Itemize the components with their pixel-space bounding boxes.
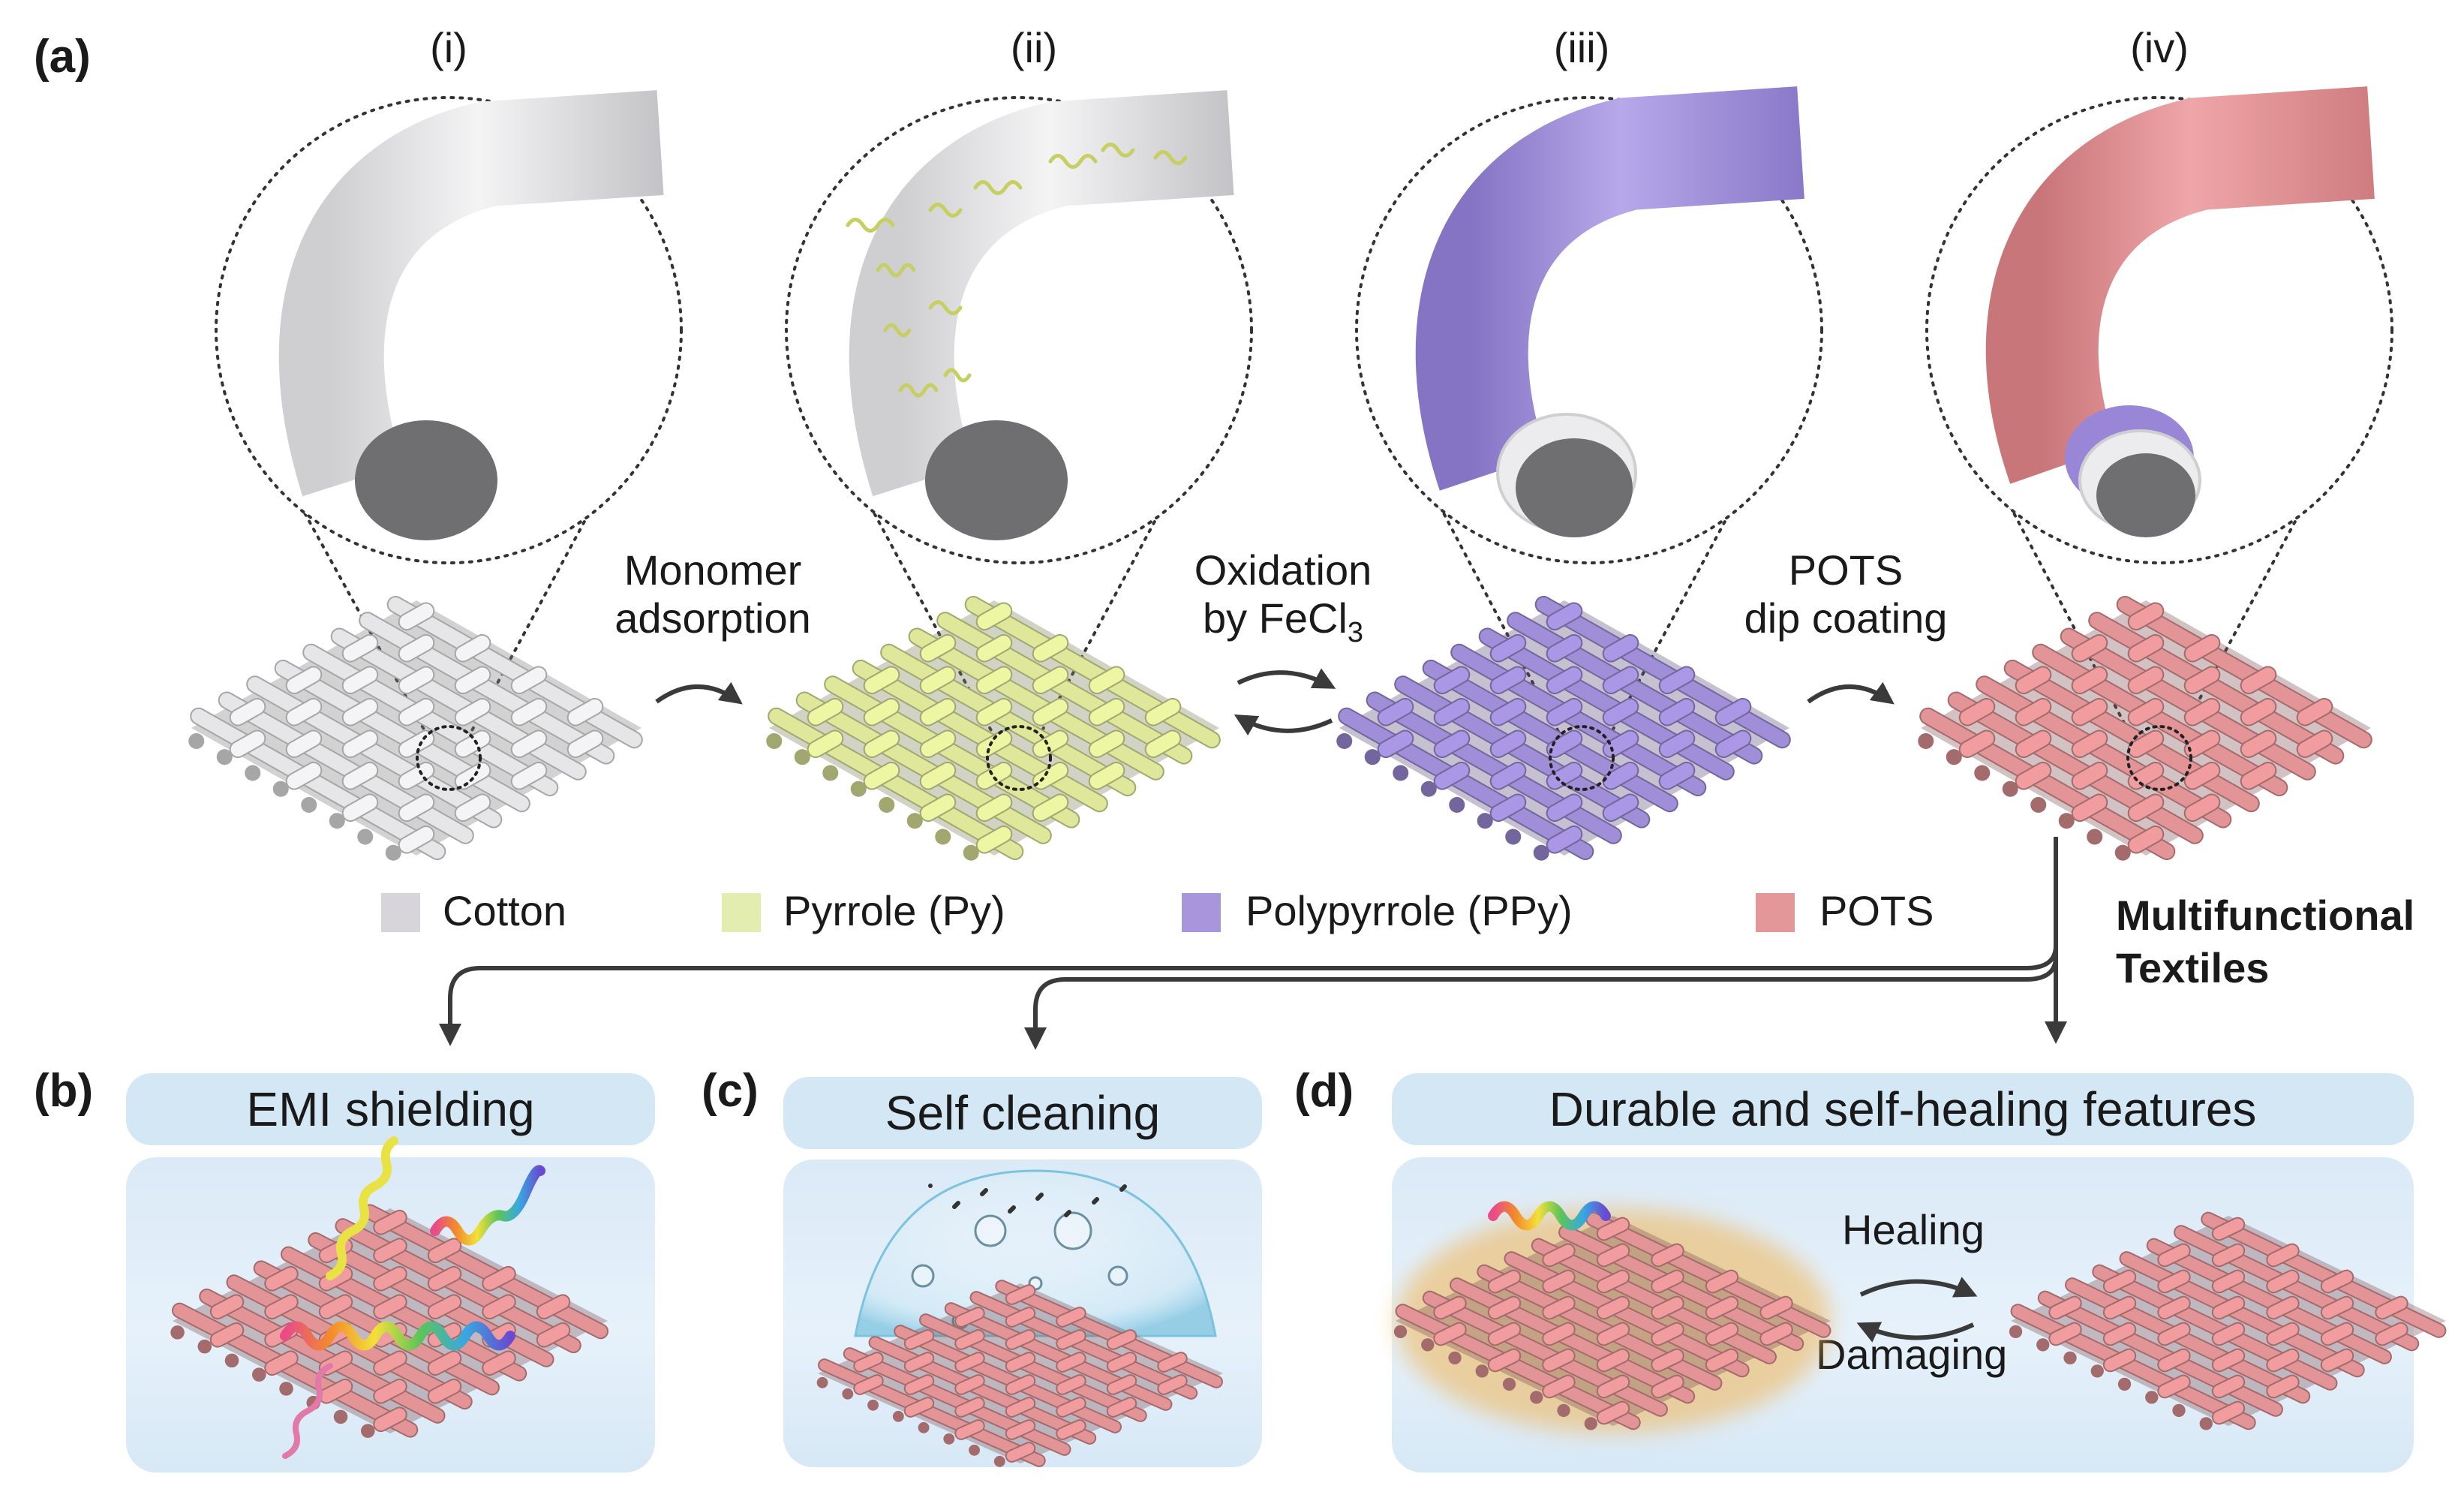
fabric-samples <box>188 595 2372 861</box>
arrow-healing <box>1859 1277 1978 1298</box>
dirt-particle <box>980 1192 984 1196</box>
dirt-particle <box>1008 1209 1012 1214</box>
arrow-oxidation-reverse <box>1234 714 1333 736</box>
emi-wave-reflected <box>326 1136 398 1280</box>
fabric-zoom-marker <box>986 725 1052 791</box>
step-oxidation-line1: Oxidation <box>1194 546 1372 594</box>
step-pots-line2: dip coating <box>1744 594 1948 642</box>
emi-wave-transmitted <box>282 1363 333 1459</box>
dirt-particle <box>1064 1213 1068 1217</box>
emi-wave-horizontal <box>280 1321 515 1351</box>
step-monomer-line1: Monomer <box>624 546 802 594</box>
panel-label-b: (b) <box>34 1065 94 1117</box>
legend-swatch-cotton <box>381 893 420 932</box>
water-bubble <box>1107 1265 1128 1286</box>
header-durable-self-healing: Durable and self-healing features <box>1392 1073 2414 1145</box>
fabric-polypyrrole <box>1336 595 1791 861</box>
panel-label-a: (a) <box>34 31 91 83</box>
legend-label-cotton: Cotton <box>443 887 566 934</box>
fabric-zoom-marker <box>416 725 482 791</box>
legend-label-pyrrole: Pyrrole (Py) <box>783 887 1005 934</box>
header-emi-shielding: EMI shielding <box>126 1073 655 1145</box>
fabric-zoom-marker <box>2126 725 2192 791</box>
step-oxidation-line2-text: by FeCl <box>1202 594 1348 642</box>
water-bubble <box>911 1264 935 1288</box>
dirt-particle <box>952 1205 957 1209</box>
dirt-particle <box>1092 1200 1096 1205</box>
multifunctional-line1: Multifunctional <box>2116 892 2415 939</box>
self-cleaning-illustration <box>816 1169 1223 1467</box>
panel-label-c: (c) <box>702 1065 759 1117</box>
water-droplet <box>854 1169 1217 1337</box>
stage-label-ii: (ii) <box>1010 24 1058 71</box>
healing-label: Healing <box>1842 1206 1985 1253</box>
stage-label-iv: (iv) <box>2130 24 2189 71</box>
dirt-particle <box>928 1184 933 1188</box>
stage-label-iii: (iii) <box>1553 24 1610 71</box>
arrow-damaging <box>1856 1322 1975 1343</box>
fabric-pyrrole <box>766 595 1221 861</box>
step-monomer-adsorption: Monomer adsorption <box>585 546 840 643</box>
legend-swatch-pots <box>1756 893 1795 932</box>
dirt-particle <box>1119 1187 1124 1192</box>
stage-label-i: (i) <box>430 24 467 71</box>
step-pots-coating: POTS dip coating <box>1718 546 1973 643</box>
step-pots-line1: POTS <box>1788 546 1904 594</box>
fabric-damaged <box>1393 1211 1831 1430</box>
fabric-self-cleaning <box>816 1280 1223 1467</box>
arrow-pots-coating <box>1807 681 1895 705</box>
emi-shielding-illustration <box>170 1136 609 1459</box>
zoom-circle-pots <box>1925 86 2393 744</box>
emi-wave-incoming <box>430 1165 545 1246</box>
zoom-circle-pyrrole <box>785 90 1253 744</box>
self-healing-illustration <box>1393 1201 2447 1433</box>
legend-label-polypyrrole: Polypyrrole (PPy) <box>1246 887 1573 934</box>
fabric-zoom-marker <box>1549 725 1615 791</box>
step-oxidation: Oxidation by FeCl3 <box>1155 546 1411 650</box>
zoom-circle-polypyrrole <box>1355 86 1823 744</box>
legend-label-pots: POTS <box>1819 887 1934 934</box>
fabric-pots <box>1918 595 2372 861</box>
step-monomer-line2: adsorption <box>614 594 811 642</box>
arrow-oxidation-forward <box>1237 668 1336 689</box>
multifunctional-textiles-label: Multifunctional Textiles <box>2116 889 2414 994</box>
arrow-monomer-adsorption <box>655 681 743 705</box>
zoom-circle-cotton <box>215 90 683 744</box>
step-oxidation-subscript: 3 <box>1347 617 1364 649</box>
multifunctional-line2: Textiles <box>2116 944 2270 991</box>
legend-swatch-polypyrrole <box>1182 893 1221 932</box>
header-self-cleaning: Self cleaning <box>783 1077 1262 1149</box>
fabric-cotton <box>188 595 643 861</box>
fabric-healed <box>2009 1211 2447 1430</box>
water-bubble <box>1053 1211 1092 1250</box>
heat-glow <box>1396 1208 1831 1433</box>
panel-label-d: (d) <box>1294 1065 1354 1117</box>
step-oxidation-line2: by FeCl3 <box>1155 594 1411 650</box>
water-bubble <box>974 1214 1007 1247</box>
dirt-particle <box>1035 1196 1040 1201</box>
legend-swatch-pyrrole <box>722 893 761 932</box>
heat-wave <box>1488 1201 1611 1231</box>
distribution-arrows <box>439 837 2067 1050</box>
